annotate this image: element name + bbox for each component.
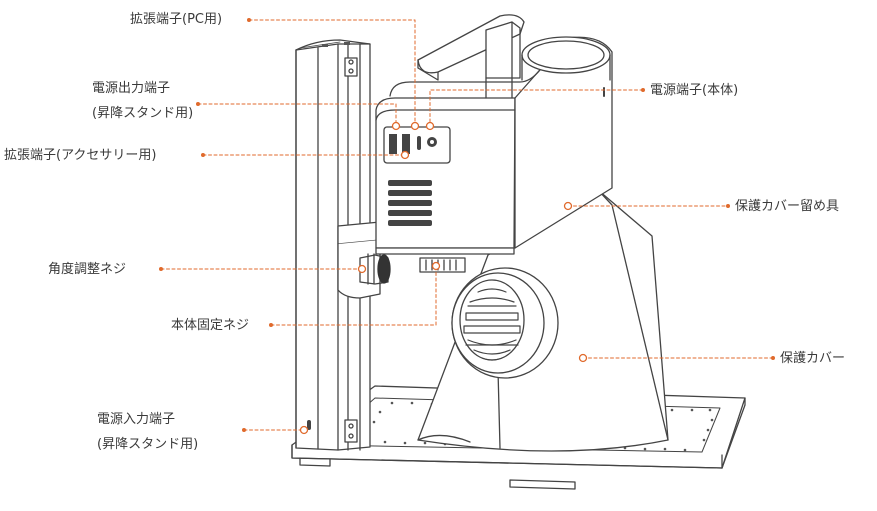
main-body (375, 36, 613, 255)
label-expansion-port-pc-text: 拡張端子(PC用) (130, 12, 223, 27)
label-power-port-body: 電源端子(本体) (650, 82, 738, 99)
label-body-fixing-screw-text: 本体固定ネジ (171, 318, 250, 333)
leader-expansion-pc (248, 19, 416, 123)
label-power-input-port-line2: (昇降スタンド用) (97, 437, 199, 452)
leader-body-screw (270, 265, 437, 326)
label-power-input-port-line1: 電源入力端子 (97, 412, 176, 427)
label-protective-cover-text: 保護カバー (780, 351, 846, 366)
label-expansion-port-accessory: 拡張端子(アクセサリー用) (4, 147, 157, 164)
label-expansion-port-accessory-text: 拡張端子(アクセサリー用) (4, 148, 157, 163)
label-angle-adjust-screw-text: 角度調整ネジ (48, 262, 127, 277)
label-power-output-port: 電源出力端子 (昇降スタンド用) (92, 80, 193, 122)
port-panel (383, 126, 451, 164)
leader-power-body (429, 89, 644, 123)
top-handle (417, 14, 525, 99)
callout-markers (299, 121, 588, 435)
label-power-port-body-text: 電源端子(本体) (650, 83, 739, 98)
fan-housing (451, 267, 559, 379)
label-power-output-port-line2: (昇降スタンド用) (92, 106, 194, 121)
fan-grill (463, 288, 521, 361)
label-angle-adjust-screw: 角度調整ネジ (48, 261, 126, 278)
label-power-output-port-line1: 電源出力端子 (92, 81, 171, 96)
label-cover-retainer-text: 保護カバー留め具 (735, 199, 840, 214)
label-protective-cover: 保護カバー (780, 350, 845, 367)
leader-power-output (197, 103, 397, 123)
label-power-input-port: 電源入力端子 (昇降スタンド用) (97, 411, 198, 453)
label-expansion-port-pc: 拡張端子(PC用) (130, 11, 222, 28)
vent-slots (388, 180, 432, 226)
label-cover-retainer: 保護カバー留め具 (735, 198, 839, 215)
leader-lines (160, 19, 774, 431)
leader-endpoints (159, 18, 775, 432)
top-cup (521, 36, 611, 81)
label-body-fixing-screw: 本体固定ネジ (171, 317, 249, 334)
